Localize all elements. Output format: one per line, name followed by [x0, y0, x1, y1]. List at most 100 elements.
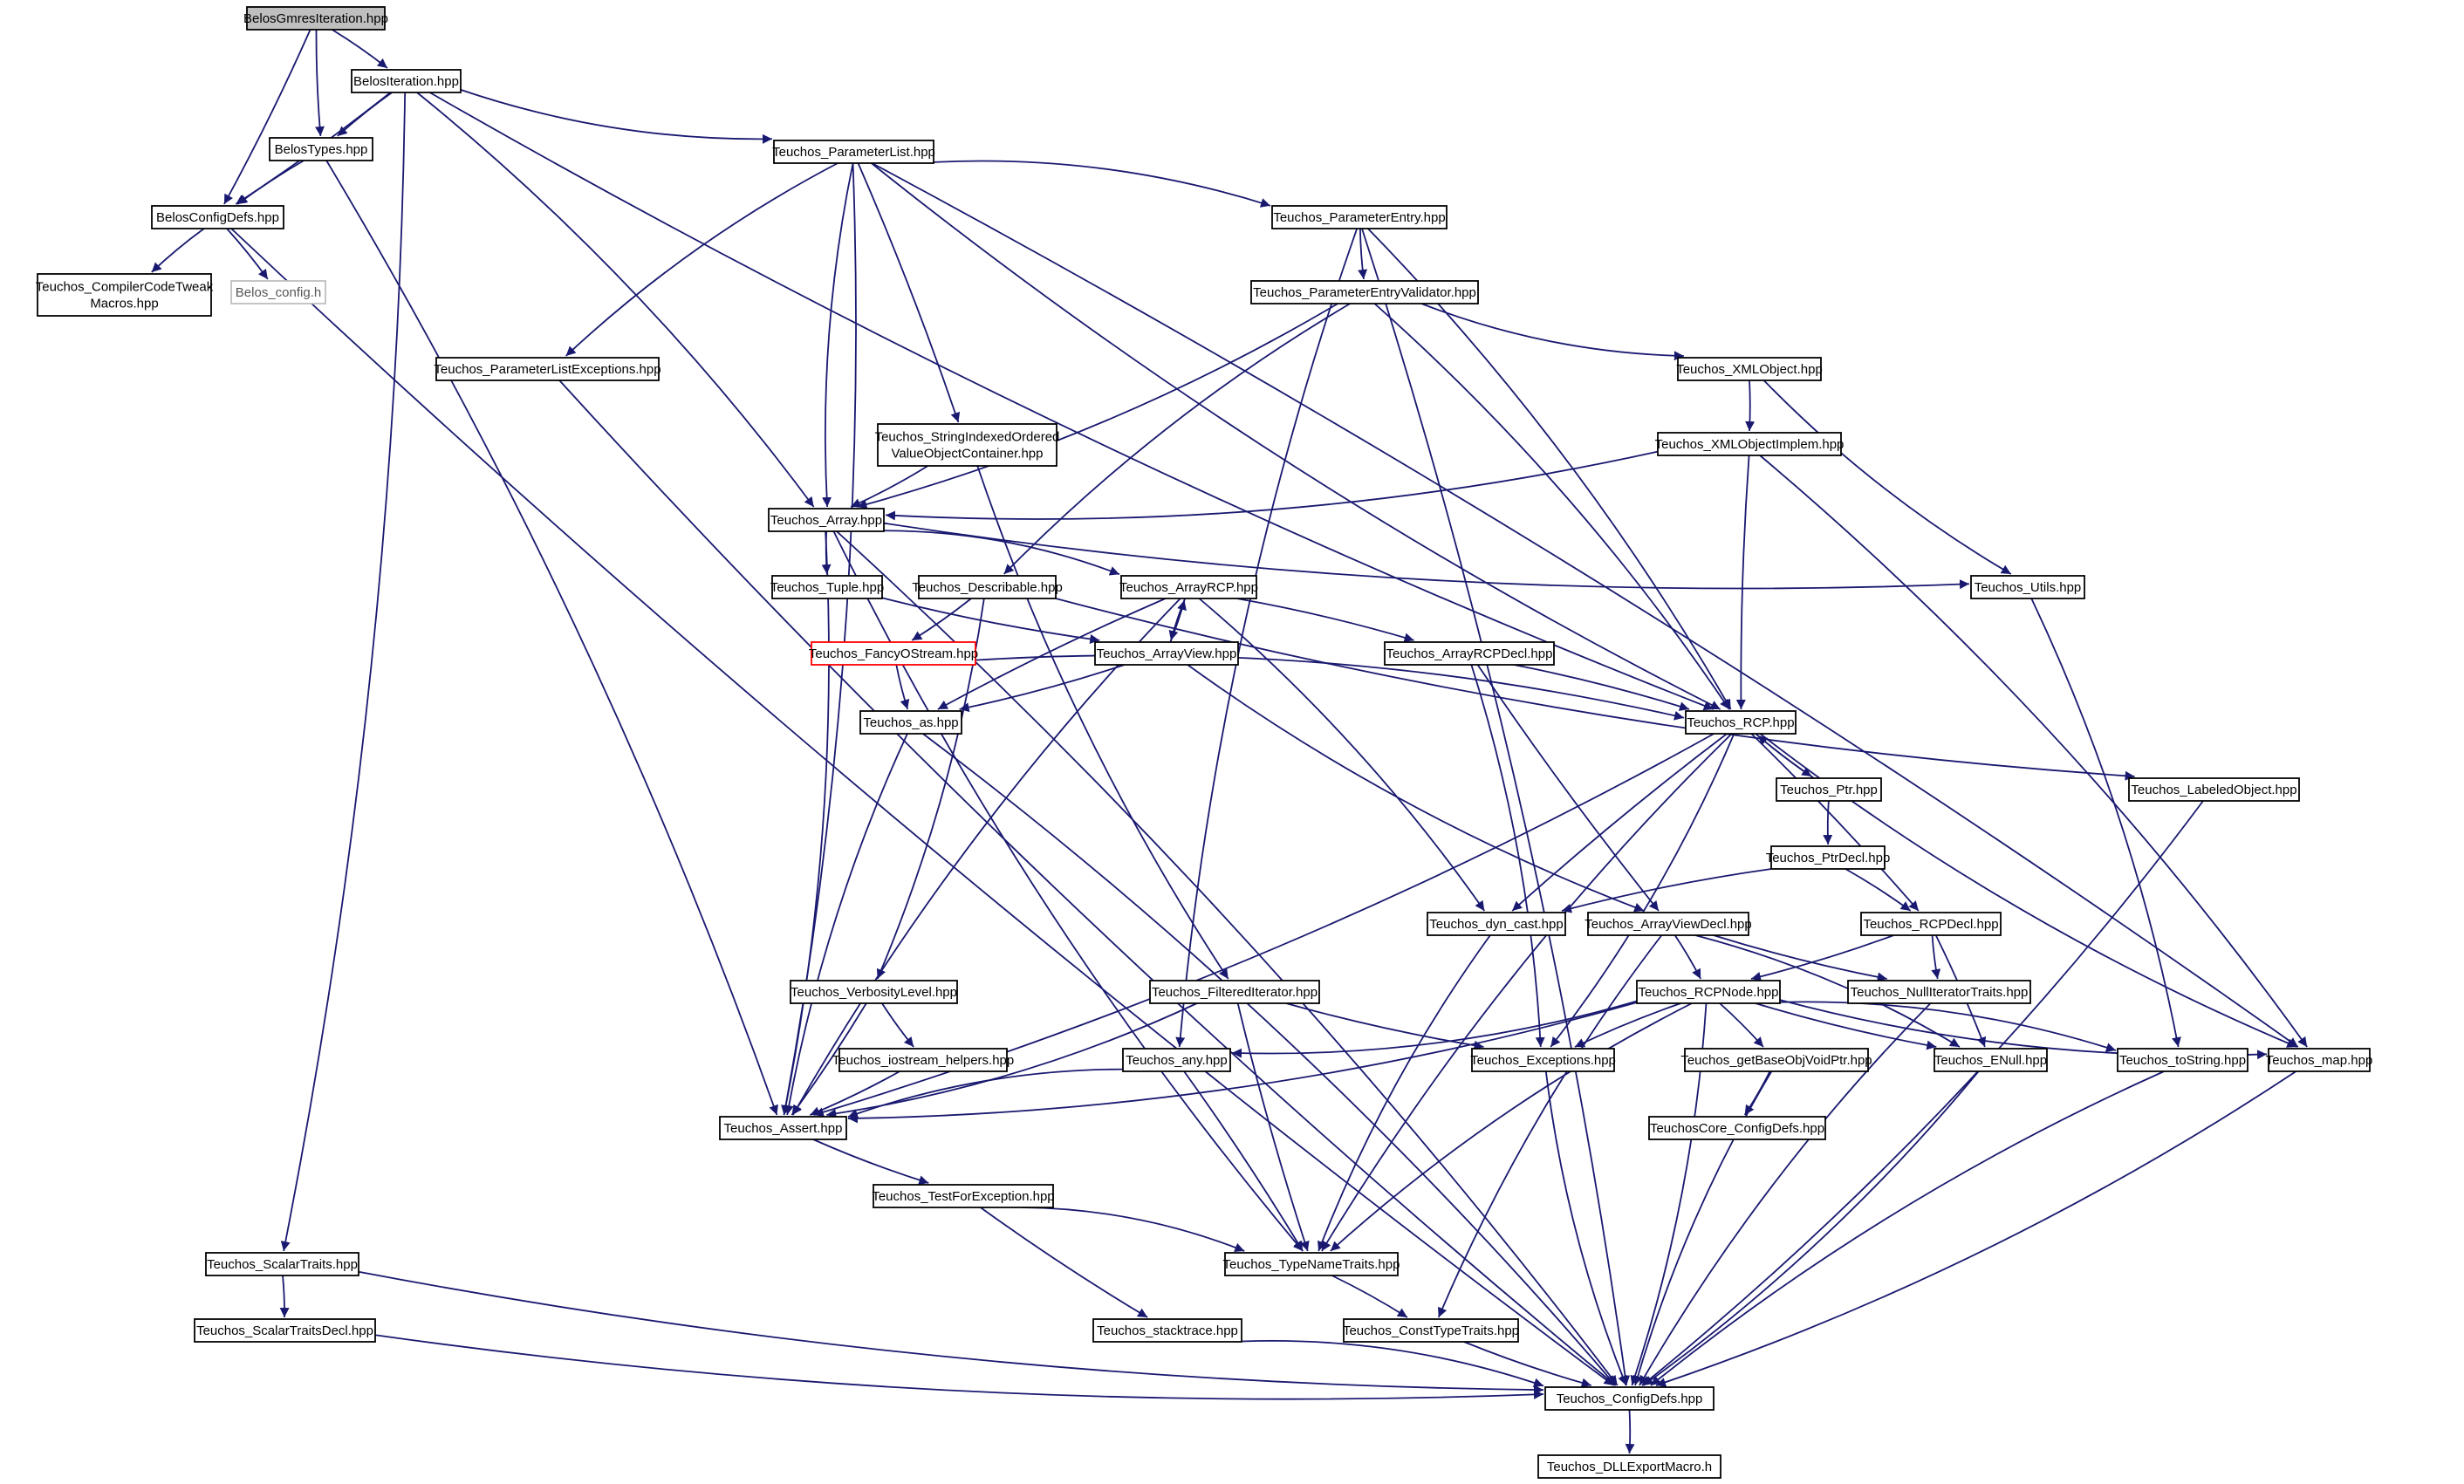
edge-n20-n35 [1470, 664, 1545, 1048]
edge-n18-n22 [975, 654, 1685, 721]
node-n21[interactable]: Teuchos_as.hpp [859, 710, 962, 735]
node-label: Teuchos_ArrayView.hpp [1097, 646, 1237, 661]
node-label: Teuchos_PtrDecl.hpp [1766, 851, 1891, 865]
node-n20[interactable]: Teuchos_ArrayRCPDecl.hpp [1384, 641, 1555, 666]
node-n11[interactable]: Teuchos_XMLObject.hpp [1676, 357, 1823, 381]
edge-n3-n4 [151, 228, 205, 273]
node-n22[interactable]: Teuchos_RCP.hpp [1685, 710, 1797, 735]
edge-line [959, 664, 1126, 713]
node-label: Teuchos_TypeNameTraits.hpp [1223, 1257, 1400, 1272]
node-n31[interactable]: Teuchos_RCPNode.hpp [1636, 980, 1781, 1004]
node-label: Teuchos_dyn_cast.hpp [1429, 917, 1563, 932]
edge-n37-n48 [1642, 1070, 1980, 1386]
node-n39[interactable]: Teuchos_map.hpp [2266, 1048, 2373, 1072]
node-n47[interactable]: Teuchos_ConstTypeTraits.hpp [1343, 1318, 1519, 1343]
node-box [859, 710, 962, 735]
node-n48[interactable]: Teuchos_ConfigDefs.hpp [1544, 1386, 1715, 1411]
node-n34[interactable]: Teuchos_any.hpp [1122, 1048, 1231, 1072]
node-label: Teuchos_Ptr.hpp [1780, 783, 1878, 797]
node-label: BelosConfigDefs.hpp [156, 210, 279, 225]
edge-n10-n30 [976, 465, 1229, 980]
node-box [1685, 710, 1797, 735]
node-n28[interactable]: Teuchos_RCPDecl.hpp [1860, 912, 2002, 936]
edge-n22-n26 [1511, 733, 1728, 912]
edge-n44-n47 [1331, 1275, 1408, 1318]
edge-n29-n40 [791, 1002, 867, 1116]
node-n27[interactable]: Teuchos_ArrayViewDecl.hpp [1584, 912, 1752, 936]
node-n17[interactable]: Teuchos_Utils.hpp [1970, 575, 2085, 599]
node-n19[interactable]: Teuchos_ArrayView.hpp [1094, 641, 1239, 666]
edge-line [857, 162, 961, 423]
node-label: Teuchos_RCPNode.hpp [1639, 985, 1779, 1000]
node-n40[interactable]: Teuchos_Assert.hpp [719, 1116, 847, 1140]
node-box [1544, 1386, 1715, 1411]
node-n32[interactable]: Teuchos_NullIteratorTraits.hpp [1847, 980, 2031, 1004]
node-n42[interactable]: Teuchos_TestForException.hpp [872, 1184, 1055, 1208]
node-n41[interactable]: TeuchosCore_ConfigDefs.hpp [1648, 1116, 1826, 1140]
edge-n35-n48 [1544, 1070, 1627, 1386]
edge-line [1745, 380, 1756, 432]
node-n45[interactable]: Teuchos_ScalarTraitsDecl.hpp [194, 1318, 376, 1343]
node-n36[interactable]: Teuchos_getBaseObjVoidPtr.hpp [1680, 1048, 1872, 1072]
node-n3[interactable]: BelosConfigDefs.hpp [151, 205, 284, 229]
node-n2[interactable]: BelosTypes.hpp [269, 137, 373, 161]
node-n26[interactable]: Teuchos_dyn_cast.hpp [1427, 912, 1566, 936]
node-label: Teuchos_RCPDecl.hpp [1863, 917, 1998, 932]
edge-n1-n43 [280, 92, 407, 1252]
node-n7[interactable]: Teuchos_ParameterEntry.hpp [1271, 205, 1448, 229]
node-n8[interactable]: Teuchos_ParameterEntryValidator.hpp [1250, 280, 1479, 304]
node-n30[interactable]: Teuchos_FilteredIterator.hpp [1149, 980, 1320, 1004]
edge-n31-n36 [1719, 1002, 1764, 1048]
edge-n1-n13 [416, 92, 815, 508]
edge-line [236, 160, 305, 205]
node-n1[interactable]: BelosIteration.hpp [351, 69, 462, 93]
node-n44[interactable]: Teuchos_TypeNameTraits.hpp [1223, 1252, 1400, 1276]
node-n24[interactable]: Teuchos_LabeledObject.hpp [2128, 777, 2300, 802]
edge-n1-n22 [429, 92, 1715, 711]
node-n0[interactable]: BelosGmresIteration.hpp [243, 6, 388, 31]
node-n12[interactable]: Teuchos_XMLObjectImplem.hpp [1655, 432, 1845, 456]
edge-n22-n35 [1550, 733, 1735, 1048]
node-box [2268, 1048, 2371, 1072]
node-n29[interactable]: Teuchos_VerbosityLevel.hpp [790, 980, 958, 1004]
edge-line [1650, 1070, 2165, 1386]
node-box [351, 69, 462, 93]
edge-line [1330, 1002, 1693, 1252]
edge-n7-n34 [1175, 228, 1359, 1048]
node-n23[interactable]: Teuchos_Ptr.hpp [1776, 777, 1882, 802]
node-n33[interactable]: Teuchos_iostream_helpers.hpp [832, 1048, 1014, 1072]
node-n5[interactable]: Belos_config.h [230, 280, 326, 304]
edge-n1-n2 [337, 92, 393, 137]
edge-n28-n31 [1750, 934, 1894, 981]
edge-n47-n48 [1463, 1341, 1591, 1388]
edge-line [911, 598, 972, 641]
node-n16[interactable]: Teuchos_ArrayRCP.hpp [1119, 575, 1258, 599]
node-n6[interactable]: Teuchos_ParameterList.hpp [772, 140, 935, 164]
node-n43[interactable]: Teuchos_ScalarTraits.hpp [205, 1252, 359, 1276]
node-n15[interactable]: Teuchos_Describable.hpp [912, 575, 1063, 599]
edge-line [881, 1002, 914, 1048]
node-n13[interactable]: Teuchos_Array.hpp [768, 508, 885, 532]
node-box [1120, 575, 1257, 599]
node-n46[interactable]: Teuchos_stacktrace.hpp [1092, 1318, 1242, 1343]
edge-line [337, 92, 393, 137]
node-box [1657, 432, 1842, 456]
node-n10[interactable]: Teuchos_StringIndexedOrderedValueObjectC… [875, 423, 1060, 467]
edge-line [558, 380, 1617, 1386]
edge-n12-n13 [885, 450, 1659, 521]
node-n38[interactable]: Teuchos_toString.hpp [2117, 1048, 2248, 1072]
edge-line [1639, 1002, 1932, 1386]
node-box [1250, 280, 1479, 304]
node-n37[interactable]: Teuchos_ENull.hpp [1934, 1048, 2048, 1072]
edge-n32-n48 [1639, 1002, 1932, 1386]
node-n18[interactable]: Teuchos_FancyOStream.hpp [809, 641, 978, 666]
node-box [773, 140, 934, 164]
node-n14[interactable]: Teuchos_Tuple.hpp [770, 575, 884, 599]
node-n25[interactable]: Teuchos_PtrDecl.hpp [1766, 845, 1891, 870]
node-n9[interactable]: Teuchos_ParameterListExceptions.hpp [434, 357, 661, 381]
edge-n6-n9 [565, 162, 838, 357]
edge-n17-n38 [2030, 598, 2181, 1048]
node-n49[interactable]: Teuchos_DLLExportMacro.h [1537, 1454, 1721, 1479]
node-n35[interactable]: Teuchos_Exceptions.hpp [1470, 1048, 1616, 1072]
